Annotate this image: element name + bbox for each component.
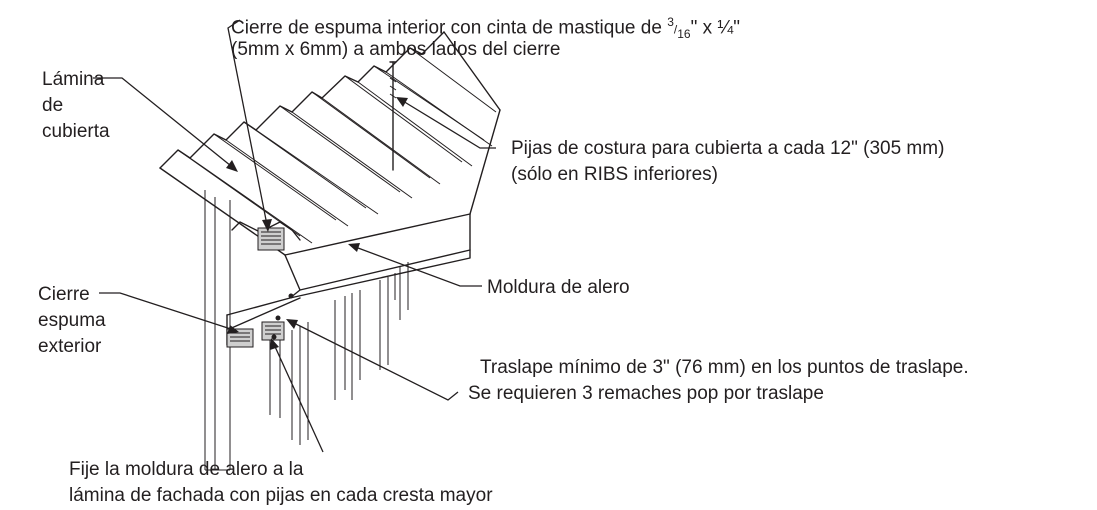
roof-sheet-label-line1: Lámina (42, 69, 105, 90)
exterior-closure-label-line2: espuma (38, 310, 106, 331)
stitch-screws-label-line1: Pijas de costura para cubierta a cada 12… (511, 138, 945, 159)
exterior-closure-label-line1: Cierre (38, 284, 90, 305)
fraction-numerator: 3 (667, 15, 674, 29)
interior-foam-closure (231, 221, 301, 251)
interior-closure-size: " x ¼" (690, 17, 740, 39)
lap-label-line1: Traslape mínimo de 3" (76 mm) en los pun… (480, 357, 969, 378)
exterior-foam-closure (226, 321, 285, 348)
rivet-marker (275, 315, 281, 321)
roof-panel (159, 31, 501, 256)
eave-trim-label: Moldura de alero (487, 277, 630, 298)
rivet-marker (288, 293, 294, 299)
roof-sheet-label-line3: cubierta (42, 121, 110, 142)
rivet-marker (271, 334, 277, 340)
fasten-label-line1: Fije la moldura de alero a la (69, 459, 304, 480)
stitch-screw (389, 61, 397, 171)
interior-closure-label: Cierre de espuma interior con cinta de m… (231, 15, 740, 42)
roof-sheet-label-line2: de (42, 95, 64, 116)
lap-label-line2: Se requieren 3 remaches pop por traslape (468, 383, 824, 404)
stitch-screws-label-line2: (sólo en RIBS inferiores) (511, 164, 718, 185)
exterior-closure-label-line3: exterior (38, 336, 102, 357)
interior-closure-text: Cierre de espuma interior con cinta de m… (231, 17, 668, 39)
leader-lines (93, 19, 496, 453)
fraction-denominator: 16 (677, 27, 691, 42)
interior-closure-label-line2: (5mm x 6mm) a ambos lados del cierre (231, 39, 561, 60)
fasten-label-line2: lámina de fachada con pijas en cada cres… (69, 485, 493, 506)
